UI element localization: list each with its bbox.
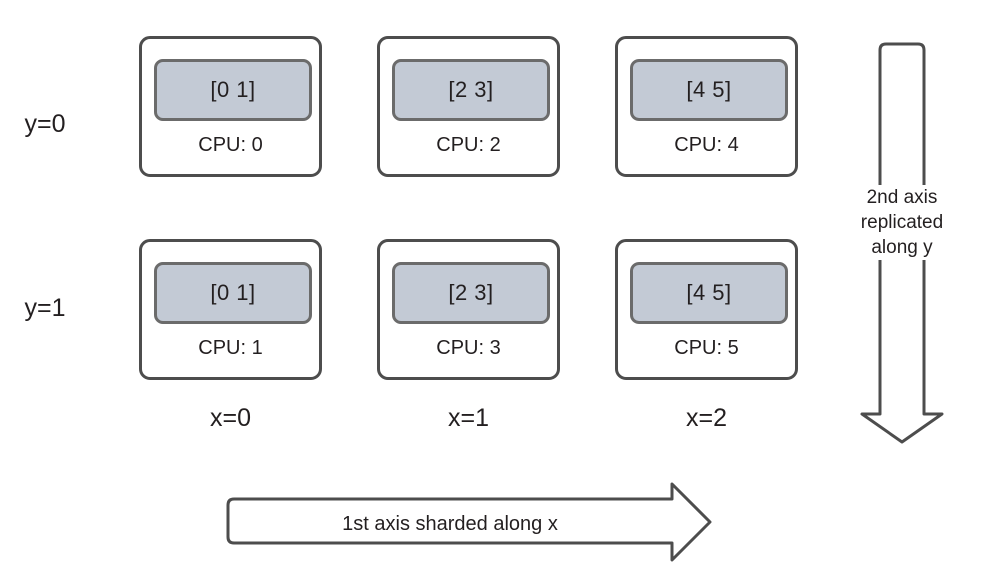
cpu-label: CPU: 0: [198, 134, 263, 156]
cpu-label: CPU: 3: [436, 337, 501, 359]
shard-label: [2 3]: [448, 280, 494, 305]
shard-chip-x0-y0: [0 1]: [154, 59, 312, 121]
cpu-label: CPU: 1: [198, 337, 263, 359]
device-box-x2-y1[interactable]: [4 5] CPU: 5: [615, 239, 798, 380]
shard-chip-x1-y1: [2 3]: [392, 262, 550, 324]
cpu-label: CPU: 5: [674, 337, 739, 359]
right-arrow-icon: [226, 482, 712, 562]
device-box-x2-y0[interactable]: [4 5] CPU: 4: [615, 36, 798, 177]
cpu-label: CPU: 4: [674, 134, 739, 156]
shard-chip-x0-y1: [0 1]: [154, 262, 312, 324]
shard-label: [0 1]: [210, 280, 256, 305]
row-label-y0: y=0: [24, 110, 66, 138]
device-box-x1-y1[interactable]: [2 3] CPU: 3: [377, 239, 560, 380]
shard-label: [2 3]: [448, 77, 494, 102]
row-label-y1: y=1: [24, 294, 66, 322]
device-box-x0-y0[interactable]: [0 1] CPU: 0: [139, 36, 322, 177]
shard-label: [4 5]: [686, 280, 732, 305]
device-box-x1-y0[interactable]: [2 3] CPU: 2: [377, 36, 560, 177]
shard-chip-x2-y1: [4 5]: [630, 262, 788, 324]
horizontal-arrow-caption: 1st axis sharded along x: [342, 513, 558, 535]
shard-chip-x1-y0: [2 3]: [392, 59, 550, 121]
shard-chip-x2-y0: [4 5]: [630, 59, 788, 121]
vertical-arrow-caption: 2nd axis replicated along y: [840, 185, 964, 260]
shard-label: [4 5]: [686, 77, 732, 102]
cpu-label: CPU: 2: [436, 134, 501, 156]
device-box-x0-y1[interactable]: [0 1] CPU: 1: [139, 239, 322, 380]
shard-label: [0 1]: [210, 77, 256, 102]
col-label-x0: x=0: [209, 404, 251, 432]
col-label-x2: x=2: [685, 404, 727, 432]
col-label-x1: x=1: [447, 404, 489, 432]
